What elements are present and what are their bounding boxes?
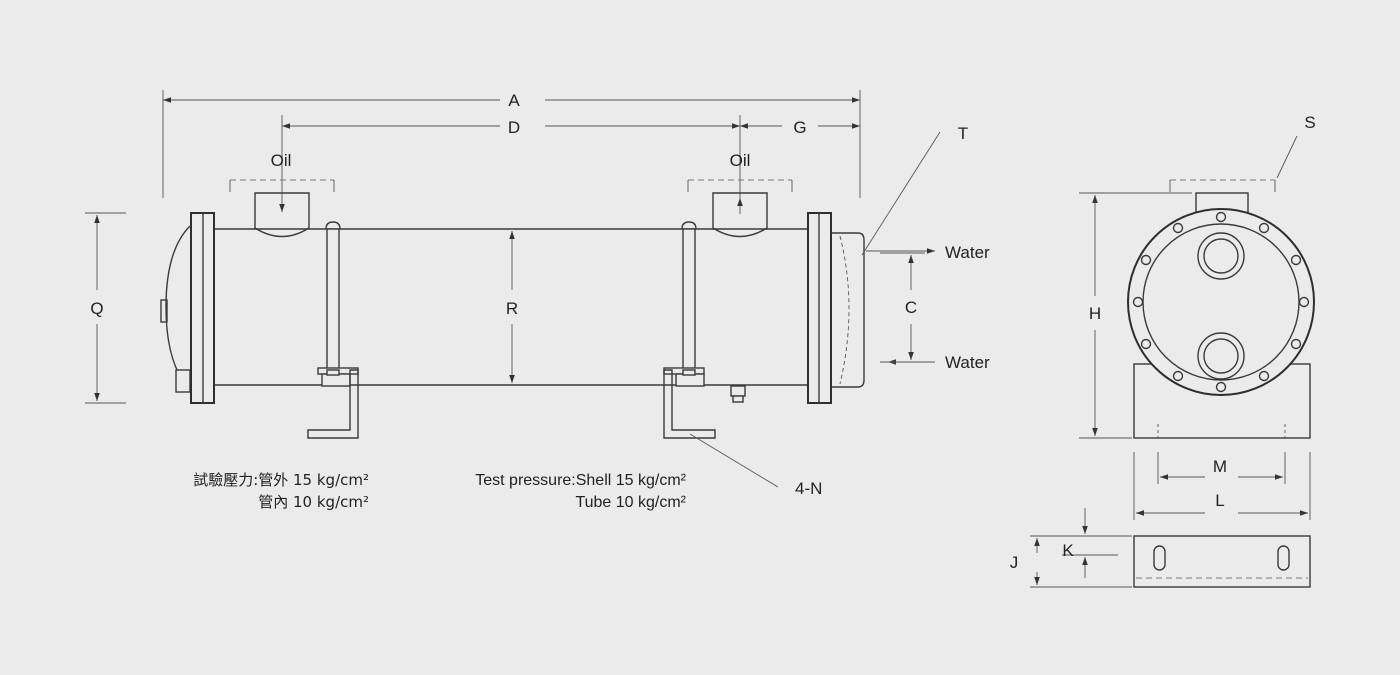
- dimension-q: Q: [85, 212, 126, 404]
- shell-body: [215, 228, 808, 386]
- dimension-g: G: [740, 118, 860, 137]
- leader-s: S: [1276, 113, 1316, 179]
- note-en-line1: Test pressure:Shell 15 kg/cm²: [475, 472, 686, 489]
- dimension-j: J: [1010, 535, 1132, 588]
- water-label-in: Water: [945, 353, 990, 372]
- label-l: L: [1215, 491, 1224, 510]
- water-label-out: Water: [945, 243, 990, 262]
- dimension-r: R: [506, 231, 518, 383]
- label-s: S: [1304, 113, 1315, 132]
- test-pressure-notes: 試驗壓力:管外 15 kg/cm² 管內 10 kg/cm² Test pres…: [193, 471, 686, 511]
- support-bracket-right: [663, 221, 716, 439]
- oil-port-left: Oil: [229, 151, 335, 238]
- leader-t: T: [861, 124, 968, 256]
- right-end-cover: [807, 212, 865, 404]
- oil-label-left: Oil: [271, 151, 292, 170]
- dimension-h: H: [1079, 192, 1192, 439]
- label-c: C: [905, 298, 917, 317]
- label-r: R: [506, 299, 518, 318]
- end-flange: [1127, 208, 1315, 396]
- dimension-m: M: [1157, 452, 1286, 484]
- label-a: A: [508, 91, 520, 110]
- label-q: Q: [90, 299, 103, 318]
- oil-label-right: Oil: [730, 151, 751, 170]
- dimension-d: D: [282, 118, 740, 137]
- support-bracket-left: [307, 221, 359, 439]
- drain-plug: [730, 385, 746, 403]
- note-cn-line2: 管內 10 kg/cm²: [258, 493, 369, 511]
- dimension-c: C: [880, 252, 925, 363]
- label-k: K: [1062, 541, 1074, 560]
- label-d: D: [508, 118, 520, 137]
- left-end-cover: [160, 212, 215, 404]
- leader-4n: 4-N: [689, 433, 822, 498]
- label-t: T: [958, 124, 968, 143]
- note-en-line2: Tube 10 kg/cm²: [575, 494, 686, 511]
- label-m: M: [1213, 457, 1227, 476]
- label-4n: 4-N: [795, 479, 822, 498]
- note-cn-line1: 試驗壓力:管外 15 kg/cm²: [193, 471, 369, 489]
- dimension-l: L: [1133, 452, 1311, 520]
- label-g: G: [793, 118, 806, 137]
- water-ports: Water Water: [866, 243, 990, 372]
- side-view: A D G Oil Oil: [85, 90, 990, 511]
- base-plate: [1133, 535, 1311, 588]
- label-j: J: [1010, 553, 1019, 572]
- end-view: S: [1010, 113, 1316, 588]
- dimension-a: A: [163, 91, 860, 110]
- bolt-holes: [1132, 211, 1310, 393]
- label-h: H: [1089, 304, 1101, 323]
- dimension-k: K: [1062, 508, 1118, 578]
